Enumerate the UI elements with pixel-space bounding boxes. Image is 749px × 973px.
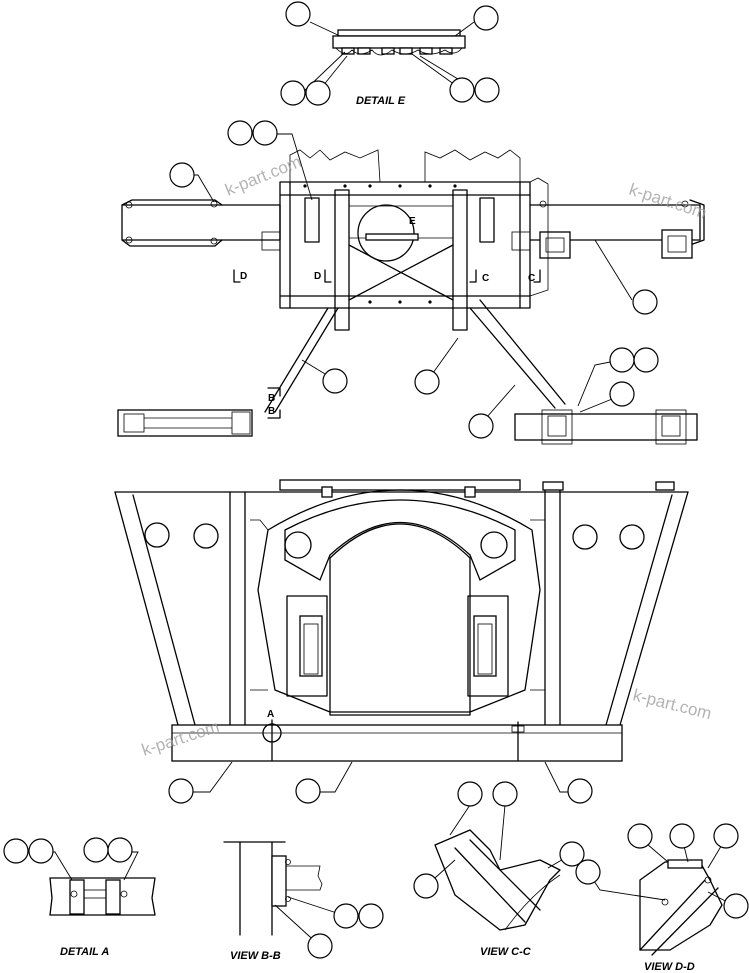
section-marker-d-left: D (240, 271, 247, 282)
section-marker-b-bottom: B (268, 406, 275, 417)
view-cc (434, 829, 561, 931)
section-marker-a: A (267, 709, 274, 720)
view-bb (223, 841, 323, 936)
watermark-top-left: k-part.com (222, 152, 304, 200)
section-marker-d-right: D (314, 271, 321, 282)
section-markers: E D D C C B B A (240, 216, 535, 720)
section-marker-c-left: C (482, 273, 489, 284)
section-marker-e: E (409, 216, 416, 227)
view-dd-label: VIEW D-D (644, 961, 695, 973)
detail-e-view (332, 29, 466, 56)
watermark-top-right: k-part.com (627, 180, 709, 223)
top-plan-view (117, 149, 705, 445)
view-cc-label: VIEW C-C (480, 946, 532, 958)
view-bb-label: VIEW B-B (230, 950, 281, 962)
detail-e-label: DETAIL E (356, 95, 406, 107)
section-marker-b-top: B (268, 393, 275, 404)
view-labels: DETAIL E DETAIL A VIEW B-B VIEW C-C VIEW… (60, 95, 695, 973)
view-dd (639, 859, 723, 956)
section-marker-c-right: C (528, 273, 535, 284)
callout-bubbles (3, 1, 749, 959)
watermark-mid-right: k-part.com (631, 685, 714, 723)
detail-a-label: DETAIL A (60, 946, 109, 958)
watermarks: k-part.com k-part.com k-part.com k-part.… (139, 152, 713, 760)
front-main-view (114, 479, 689, 762)
detail-a-view (49, 877, 156, 916)
